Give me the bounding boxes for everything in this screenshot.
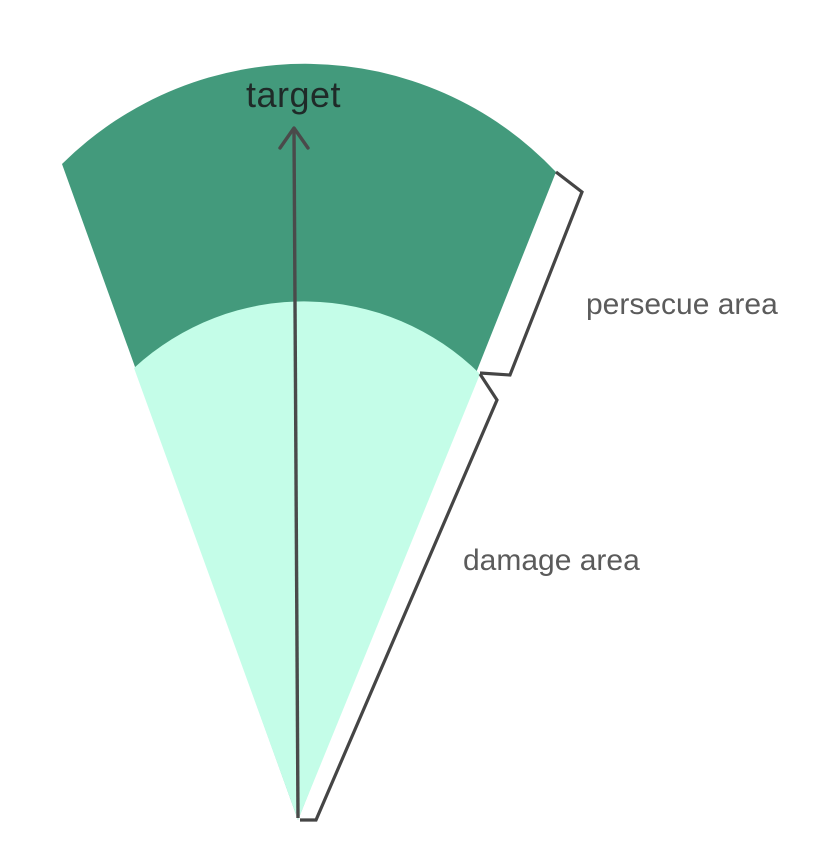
damage-area-region — [134, 301, 480, 820]
target-direction-arrow — [292, 129, 300, 819]
persecue-area-bracket — [479, 170, 584, 377]
persecue-area-label: persecue area — [586, 288, 778, 321]
target-label: target — [246, 74, 342, 115]
damage-area-label: damage area — [463, 544, 640, 577]
damage-area-bracket — [300, 373, 499, 822]
chevron-up-icon — [278, 126, 310, 150]
